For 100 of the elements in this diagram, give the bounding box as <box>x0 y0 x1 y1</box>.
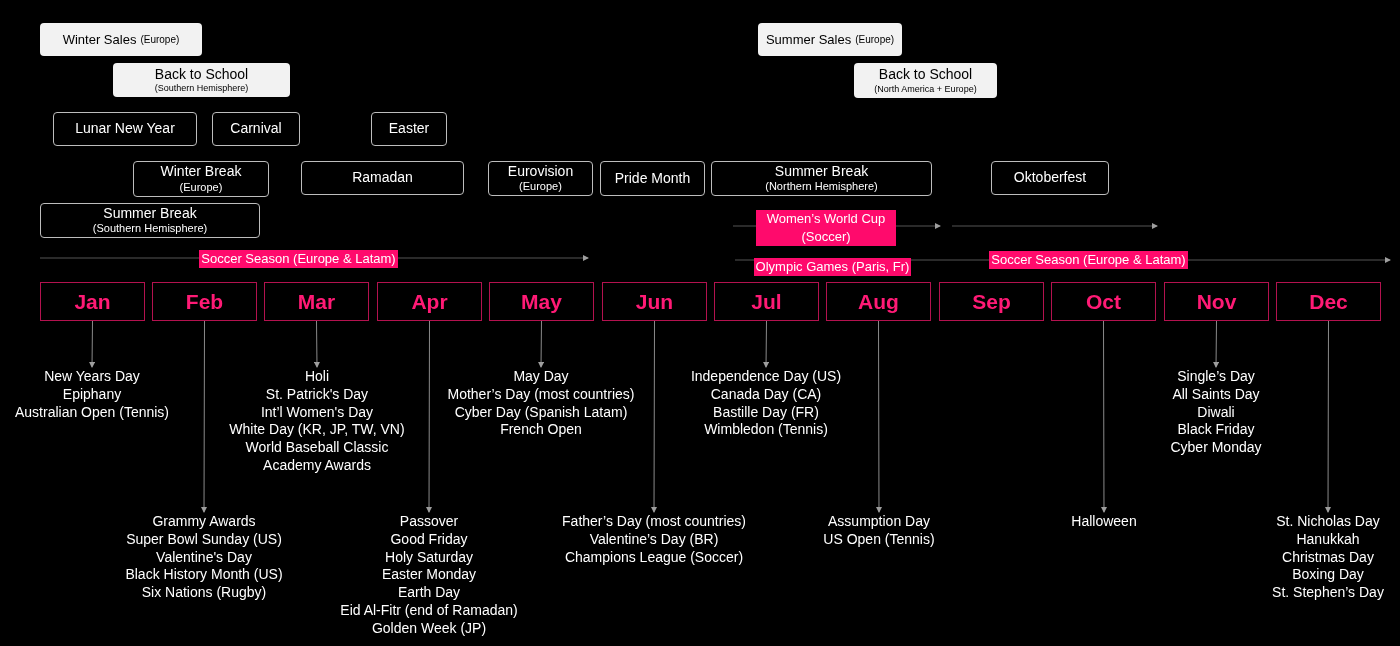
event-name: Six Nations (Rugby) <box>141 584 267 602</box>
event-name: Bastille Day (FR) <box>713 403 819 422</box>
month-name: Oct <box>1086 288 1121 315</box>
event-box <box>991 161 1109 195</box>
event-name: Easter <box>388 120 430 138</box>
month-name: Jul <box>751 288 782 315</box>
event-name: Independence Day (US) <box>690 368 842 386</box>
event-name: Pride Month <box>614 169 691 188</box>
month-box <box>602 282 707 321</box>
event-name: St. Nicholas Day <box>1276 513 1380 531</box>
event-box <box>133 161 269 197</box>
event-name: Summer Break <box>774 162 869 181</box>
month-name: Nov <box>1196 288 1237 315</box>
event-box <box>711 161 932 196</box>
month-name: Feb <box>185 288 224 315</box>
event-name: Easter Monday <box>381 566 477 585</box>
month-box <box>714 282 819 321</box>
event-box <box>301 161 464 195</box>
event-name: Winter Sales <box>62 30 137 49</box>
event-name: Eurovision <box>507 162 574 181</box>
event-name: Passover <box>399 513 459 531</box>
month-box <box>152 282 257 321</box>
month-box <box>264 282 369 321</box>
connector-line <box>763 320 770 368</box>
month-box <box>826 282 931 321</box>
event-name: Father’s Day (most countries) <box>562 513 746 531</box>
event-box <box>40 203 260 238</box>
month-box <box>1051 282 1156 321</box>
event-name: Diwali <box>1197 403 1235 422</box>
event-region: (Europe) <box>855 33 895 47</box>
event-name: Int’l Women's Day <box>260 403 374 422</box>
event-name: Women’s World Cup (Soccer) <box>756 210 896 246</box>
event-box <box>488 161 593 196</box>
connector-line <box>1325 320 1331 513</box>
event-name: St. Stephen’s Day <box>1272 584 1384 602</box>
event-name: Single’s Day <box>1177 368 1255 386</box>
event-name: Holy Saturday <box>385 548 473 567</box>
event-name: Christmas Day <box>1282 548 1374 567</box>
month-name: Aug <box>858 288 899 315</box>
event-name: Hanukkah <box>1296 530 1360 549</box>
month-name: Mar <box>297 288 336 315</box>
event-name: May Day <box>513 368 569 386</box>
event-name: Valentine's Day <box>156 548 252 567</box>
event-name: All Saints Day <box>1172 385 1260 404</box>
event-name: Cyber Day (Spanish Latam) <box>454 403 628 422</box>
event-name: Olympic Games (Paris, Fr) <box>753 258 912 276</box>
event-name: Black History Month (US) <box>125 566 283 585</box>
month-box <box>377 282 482 321</box>
event-region: (Europe) <box>519 180 562 195</box>
event-name: Valentine’s Day (BR) <box>589 530 719 549</box>
event-name: Summer Sales <box>765 30 852 49</box>
event-name: White Day (KR, JP, TW, VN) <box>229 421 405 440</box>
event-name: Australian Open (Tennis) <box>14 403 170 422</box>
event-name: Black Friday <box>1177 421 1255 440</box>
event-name: Back to School <box>154 65 249 84</box>
event-region: (Northern Hemisphere) <box>765 180 878 195</box>
event-box <box>600 161 705 196</box>
event-region: (North America + Europe) <box>874 83 977 95</box>
month-box <box>1164 282 1269 321</box>
event-name: Champions League (Soccer) <box>564 548 744 567</box>
event-name: Assumption Day <box>828 513 930 531</box>
connector-line <box>1101 320 1107 513</box>
event-region: (Europe) <box>179 180 223 195</box>
event-name: New Years Day <box>44 368 140 386</box>
event-name: Eid Al-Fitr (end of Ramadan) <box>340 602 518 620</box>
month-name: Dec <box>1309 288 1348 315</box>
month-name: Jan <box>74 288 111 315</box>
event-name: Soccer Season (Europe & Latam) <box>989 251 1188 269</box>
connector-line <box>201 320 207 513</box>
event-name: Canada Day (CA) <box>710 385 822 404</box>
event-name: Lunar New Year <box>75 120 175 138</box>
event-box <box>53 112 197 146</box>
event-box <box>854 63 997 98</box>
event-name: Mother’s Day (most countries) <box>447 385 635 404</box>
connector-line <box>651 320 657 513</box>
event-name: Soccer Season (Europe & Latam) <box>199 250 398 268</box>
event-name: Good Friday <box>390 530 468 549</box>
connector-line <box>1213 320 1220 368</box>
event-region: (Europe) <box>140 33 180 47</box>
event-name: French Open <box>500 421 582 440</box>
event-box <box>758 23 902 56</box>
month-name: May <box>521 288 562 315</box>
month-name: Jun <box>635 288 674 315</box>
event-name: Carnival <box>230 120 282 138</box>
connector-line <box>538 320 545 368</box>
event-name: Wimbledon (Tennis) <box>704 421 828 440</box>
event-region: (Southern Hemisphere) <box>154 83 249 95</box>
event-name: Super Bowl Sunday (US) <box>126 530 282 549</box>
event-box <box>212 112 300 146</box>
event-box <box>40 23 202 56</box>
month-box <box>40 282 145 321</box>
event-name: Grammy Awards <box>152 513 256 531</box>
event-name: Earth Day <box>397 584 461 602</box>
connector-line <box>426 320 432 513</box>
event-name: Boxing Day <box>1292 566 1364 585</box>
event-name: US Open (Tennis) <box>823 530 935 549</box>
event-name: St. Patrick's Day <box>265 385 369 404</box>
month-box <box>1276 282 1381 321</box>
month-name: Apr <box>411 288 448 315</box>
event-name: Academy Awards <box>263 457 371 475</box>
